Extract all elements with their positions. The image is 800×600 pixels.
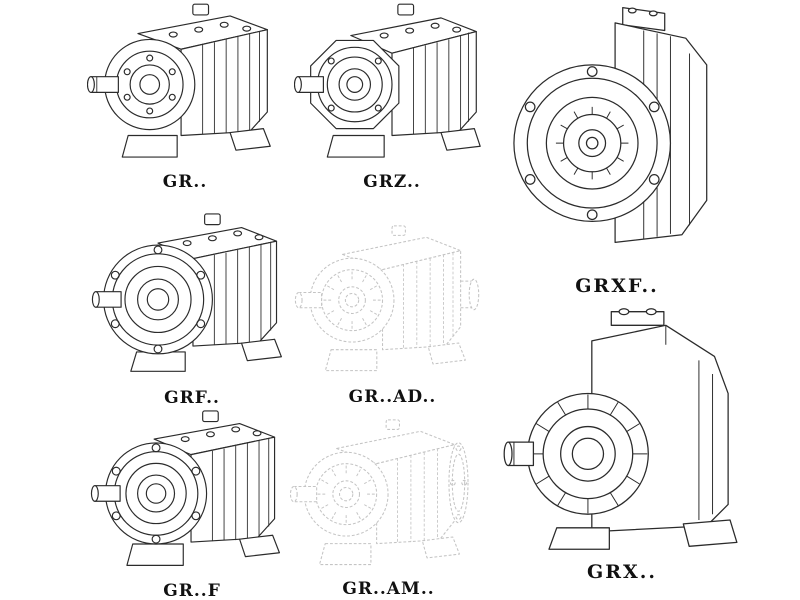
figure-grxf: GRXF.. — [492, 0, 742, 297]
figure-gr-am: GR..AM.. — [286, 418, 491, 599]
gearbox-drawing-gr-f — [90, 410, 281, 566]
gearbox-drawing-gr-ad — [294, 225, 479, 372]
figure-label-grx: GRX.. — [587, 561, 657, 583]
figure-grf: GRF.. — [88, 210, 296, 408]
figure-gr-f: GR..F — [88, 408, 296, 600]
figure-label-grf: GRF.. — [164, 388, 220, 408]
gearbox-drawing-grx — [503, 308, 738, 550]
figure-label-grz: GRZ.. — [363, 172, 421, 192]
gearbox-drawing-grxf — [513, 7, 708, 244]
figure-grz: GRZ.. — [292, 2, 492, 192]
figure-label-gr-ad: GR..AD.. — [348, 387, 437, 407]
figure-label-gr-f: GR..F — [163, 581, 221, 600]
figure-gr-ad: GR..AD.. — [290, 222, 495, 407]
figure-label-gr-am: GR..AM.. — [342, 579, 435, 599]
gearbox-drawing-gr — [87, 3, 271, 158]
figure-label-grxf: GRXF.. — [575, 275, 659, 297]
figure-grx: GRX.. — [492, 300, 752, 583]
figure-gr: GR.. — [86, 2, 284, 192]
gearbox-drawing-grz — [294, 3, 481, 158]
gearbox-drawing-gr-am — [289, 419, 469, 566]
gearbox-drawing-grf — [91, 213, 282, 372]
figure-label-gr: GR.. — [162, 172, 208, 192]
